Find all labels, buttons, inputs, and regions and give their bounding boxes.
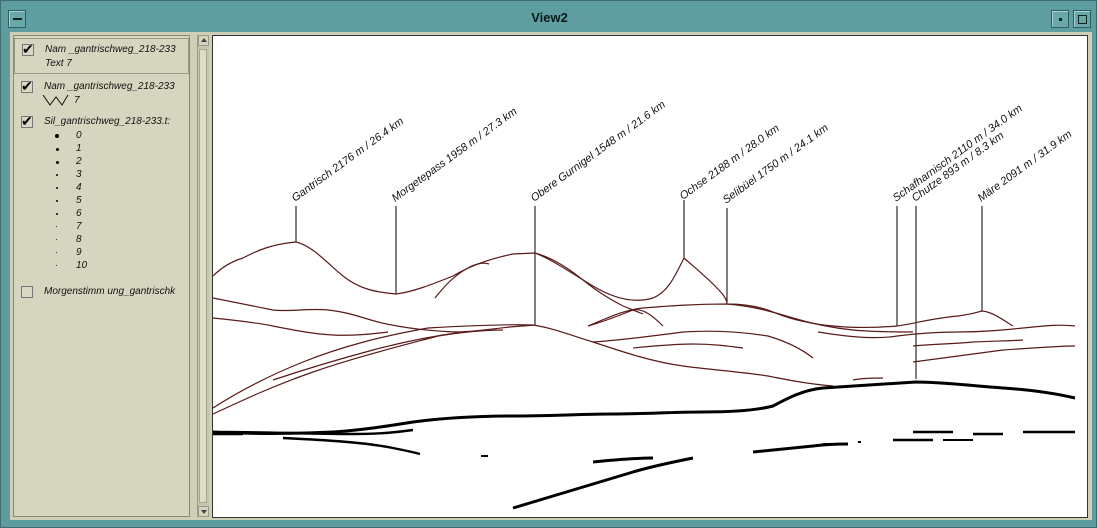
legend-class-item: 2: [54, 156, 114, 169]
table-of-contents: Nam _gantrischweg_218-233 Text 7 Nam _ga…: [13, 35, 190, 517]
layer-symbol-label: Text 7: [45, 58, 72, 69]
scroll-up-arrow-icon[interactable]: [198, 35, 209, 46]
leader-lines: [295, 200, 983, 379]
legend-class-item: 4: [54, 182, 114, 195]
legend-entry-silhouette[interactable]: Sil_gantrischweg_218-233.t: 0 1 2 3 4 5 …: [14, 112, 189, 282]
scroll-thumb[interactable]: [199, 49, 207, 503]
legend-class-item: 8: [54, 234, 114, 247]
title-bar[interactable]: View2: [5, 7, 1094, 31]
layer-name: Sil_gantrischweg_218-233.t:: [44, 116, 171, 127]
ridge-lines: [213, 241, 1076, 415]
layer-visibility-checkbox[interactable]: [22, 41, 34, 58]
view-client-area: Nam _gantrischweg_218-233 Text 7 Nam _ga…: [10, 32, 1092, 520]
legend-class-item: 9: [54, 247, 114, 260]
legend-class-item: 10: [54, 260, 114, 273]
foreground-lines: [213, 380, 1076, 510]
legend-class-item: 1: [54, 143, 114, 156]
window-title: View2: [531, 10, 568, 25]
layer-name: Nam _gantrischweg_218-233: [45, 44, 176, 55]
legend-class-item: 3: [54, 169, 114, 182]
layer-name: Morgenstimm ung_gantrischk: [44, 286, 176, 297]
legend-class-item: 0: [54, 130, 114, 143]
layer-visibility-checkbox[interactable]: [21, 78, 33, 95]
legend-class-item: 5: [54, 195, 114, 208]
legend-class-item: 7: [54, 221, 114, 234]
legend-entry-lines[interactable]: Nam _gantrischweg_218-233 7: [14, 77, 189, 107]
peak-label-schafharnisch: Schafharnisch 2110 m / 34.0 km: [891, 102, 1025, 204]
peak-label-morgetepass: Morgetepass 1958 m / 27.3 km: [390, 106, 520, 205]
layer-visibility-checkbox[interactable]: [21, 113, 33, 130]
peak-label-obere-gurnigel: Obere Gurnigel 1548 m / 21.6 km: [529, 99, 668, 205]
peak-label-gantrisch: Gantrisch 2176 m / 26.4 km: [290, 115, 406, 204]
legend-scrollbar[interactable]: [197, 35, 209, 517]
legend-entry-labels[interactable]: Nam _gantrischweg_218-233 Text 7: [14, 38, 189, 74]
minimize-button[interactable]: [1051, 10, 1069, 28]
legend-class-item: 6: [54, 208, 114, 221]
layer-name: Nam _gantrischweg_218-233: [44, 81, 175, 92]
panorama-drawing: Gantrisch 2176 m / 26.4 km Morgetepass 1…: [213, 99, 1076, 510]
line-symbol-icon: [42, 94, 69, 106]
layer-visibility-checkbox[interactable]: [21, 286, 33, 298]
scroll-down-arrow-icon[interactable]: [198, 506, 209, 517]
maximize-button[interactable]: [1073, 10, 1091, 28]
map-canvas[interactable]: Gantrisch 2176 m / 26.4 km Morgetepass 1…: [212, 35, 1088, 518]
layer-symbol-label: 7: [74, 95, 80, 106]
legend-entry-image[interactable]: Morgenstimm ung_gantrischk: [14, 283, 189, 303]
window-menu-button[interactable]: [8, 10, 26, 28]
